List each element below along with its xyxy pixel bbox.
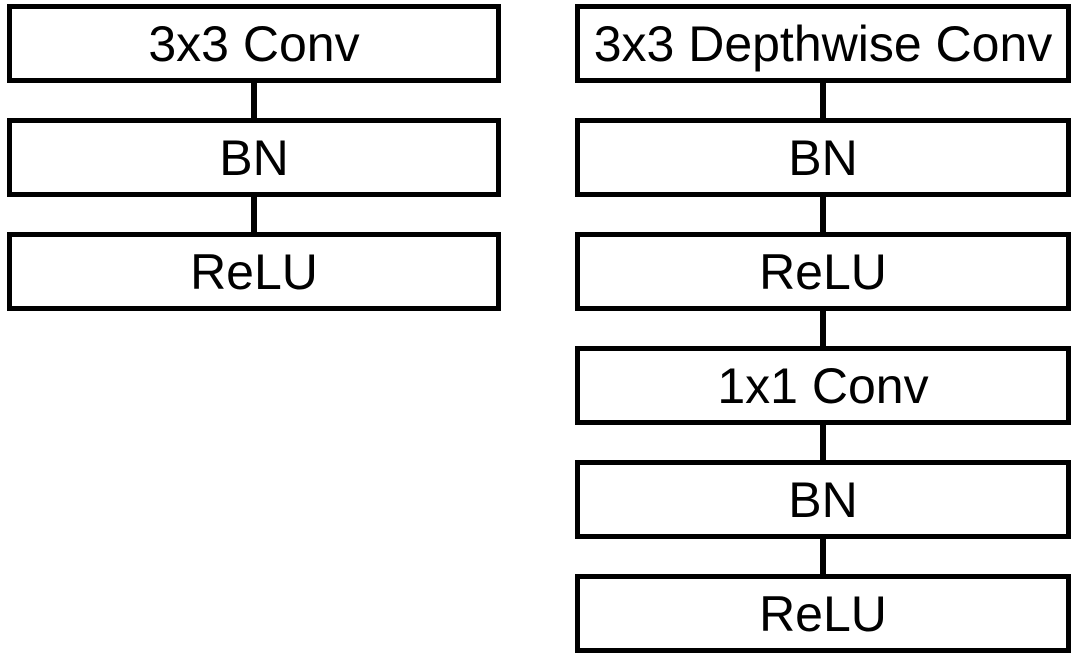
block-bn: BN [575, 118, 1071, 197]
block-label: ReLU [759, 243, 887, 300]
connector-line [820, 539, 826, 574]
standard-conv-block-column: 3x3 Conv BN ReLU [7, 4, 501, 311]
block-label: 1x1 Conv [717, 357, 929, 414]
block-label: BN [788, 129, 858, 186]
block-relu: ReLU [575, 232, 1071, 311]
connector-line [820, 311, 826, 346]
block-1x1-conv: 1x1 Conv [575, 346, 1071, 425]
connector-line [251, 197, 257, 232]
block-relu: ReLU [7, 232, 501, 311]
block-bn: BN [7, 118, 501, 197]
connector-line [820, 425, 826, 460]
connector-line [251, 83, 257, 118]
connector-line [820, 83, 826, 118]
block-label: ReLU [759, 585, 887, 642]
depthwise-separable-conv-block-column: 3x3 Depthwise Conv BN ReLU 1x1 Conv BN R… [575, 4, 1071, 653]
block-bn: BN [575, 460, 1071, 539]
connector-line [820, 197, 826, 232]
block-label: BN [219, 129, 289, 186]
block-relu: ReLU [575, 574, 1071, 653]
block-label: ReLU [190, 243, 318, 300]
block-label: 3x3 Conv [148, 15, 360, 72]
block-label: BN [788, 471, 858, 528]
block-label: 3x3 Depthwise Conv [593, 15, 1053, 72]
block-3x3-depthwise-conv: 3x3 Depthwise Conv [575, 4, 1071, 83]
block-3x3-conv: 3x3 Conv [7, 4, 501, 83]
